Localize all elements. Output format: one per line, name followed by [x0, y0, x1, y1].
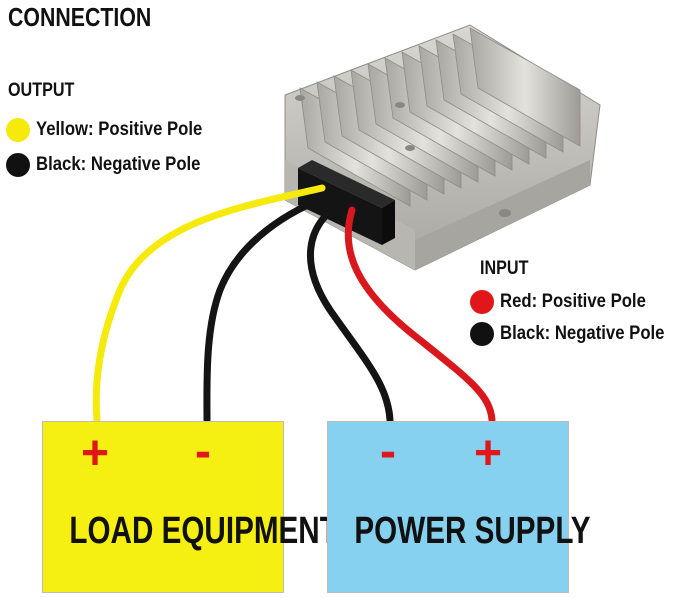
- plus-terminal: +: [474, 427, 503, 480]
- black-input-wire: [307, 199, 394, 424]
- yellow-dot-icon: [6, 118, 30, 142]
- black-dot-icon: [470, 322, 494, 346]
- output-legend-positive: Yellow: Positive Pole: [6, 118, 225, 142]
- output-legend-negative: Black: Negative Pole: [6, 153, 223, 177]
- red-wire: [344, 206, 496, 424]
- heatsink-fins: [299, 27, 581, 207]
- input-heading: INPUT: [480, 258, 529, 279]
- diagram-title: CONNECTION: [8, 2, 152, 32]
- minus-terminal: -: [195, 425, 211, 478]
- input-legend-negative: Black: Negative Pole: [470, 322, 679, 346]
- black-dot-icon: [6, 153, 30, 177]
- plus-terminal: +: [81, 427, 110, 480]
- load-equipment-label: LOAD EQUIPMENT: [69, 510, 338, 552]
- legend-label: Black: Negative Pole: [36, 154, 201, 175]
- load-equipment-box: + - LOAD EQUIPMENT: [42, 421, 338, 593]
- legend-label: Red: Positive Pole: [500, 291, 646, 312]
- input-legend-positive: Red: Positive Pole: [470, 290, 666, 314]
- black-output-wire: [203, 191, 336, 424]
- power-supply-box: - + POWER SUPPLY: [327, 421, 591, 593]
- legend-label: Yellow: Positive Pole: [36, 119, 203, 140]
- red-dot-icon: [470, 290, 494, 314]
- legend-label: Black: Negative Pole: [500, 323, 665, 344]
- yellow-wire: [92, 184, 326, 424]
- heatsink-fin: [469, 27, 581, 147]
- power-supply-label: POWER SUPPLY: [354, 510, 591, 552]
- mounting-holes: [295, 95, 511, 217]
- minus-terminal: -: [380, 425, 396, 478]
- output-heading: OUTPUT: [8, 80, 75, 101]
